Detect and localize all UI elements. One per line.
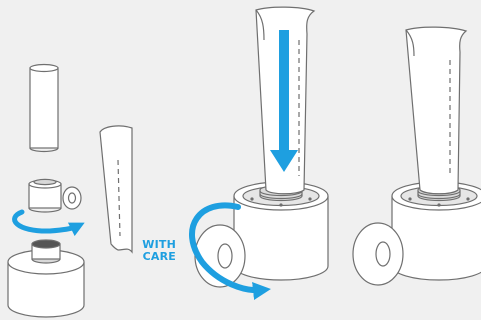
coupling-cap-part <box>29 179 81 212</box>
filter-tube-part <box>30 65 58 152</box>
knob-part <box>63 187 81 209</box>
step-1-exploded-parts <box>8 65 132 317</box>
caution-line-2: CARE <box>136 251 176 263</box>
rotate-arrow <box>15 212 78 231</box>
step-2-insert-sleeve <box>195 7 328 287</box>
step-3-assembled <box>353 27 481 285</box>
with-care-label: WITH CARE <box>136 239 176 263</box>
base-housing-part <box>8 240 84 317</box>
filter-sleeve-part <box>100 126 132 252</box>
